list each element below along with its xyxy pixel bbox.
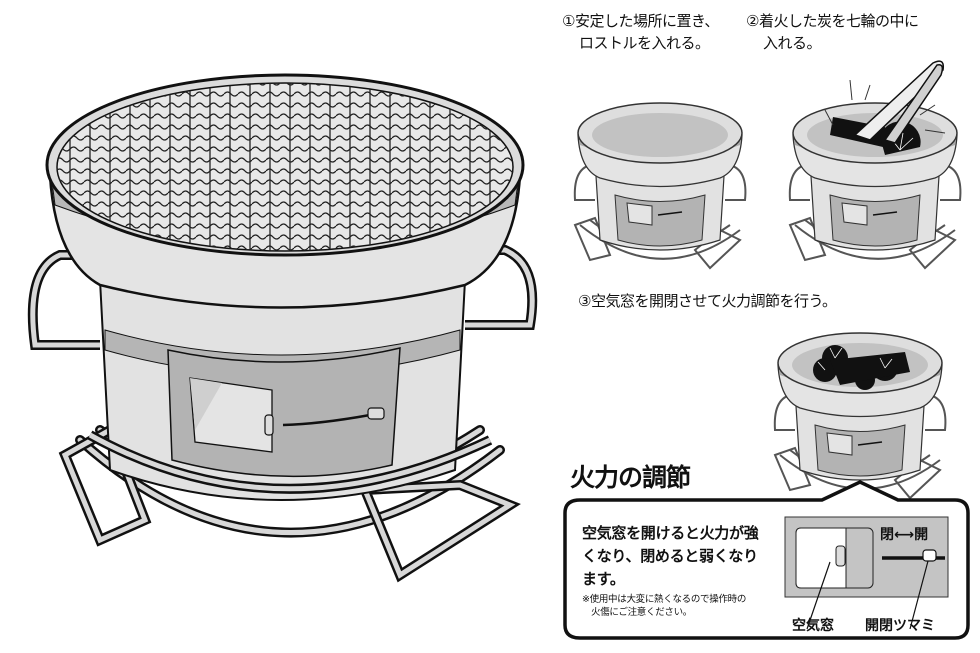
air-window-label: 空気窓 — [792, 618, 834, 634]
callout-note-line1: ※使用中は大変に熱くなるので操作時の — [582, 594, 747, 605]
callout-note-text: ※使用中は大変に熱くなるので操作時の 火傷にご注意ください。 — [582, 593, 746, 619]
handle-right-icon — [465, 245, 538, 330]
step-2-grill-illustration — [788, 60, 962, 270]
step-3-marker: ③ — [578, 292, 591, 310]
open-close-knob-label: 開閉ツマミ — [865, 618, 935, 634]
step-3-line1: 空気窓を開閉させて火力調節を行う。 — [590, 292, 837, 310]
step-2-line2: 入れる。 — [763, 34, 822, 52]
step-3-text: ③空気窓を開閉させて火力調節を行う。 — [578, 290, 837, 312]
charcoal-pile-icon — [813, 345, 910, 390]
dir-arrow-icon: ⟷ — [894, 527, 915, 543]
section-title: 火力の調節 — [570, 463, 691, 492]
step-1-marker: ① — [562, 12, 575, 30]
step-3-grill-illustration — [773, 332, 947, 500]
handle-left-icon — [27, 250, 100, 350]
callout-main-line2: くなり、閉めると弱くなり — [582, 547, 758, 565]
knob-direction-label: 閉⟷開 — [880, 524, 928, 544]
step-1-line1: 安定した場所に置き、 — [574, 12, 719, 30]
callout-main-line1: 空気窓を開けると火力が強 — [582, 524, 759, 542]
charcoal-tongs-icon — [824, 60, 946, 155]
main-grill-illustration — [27, 73, 538, 583]
callout-note-line2: 火傷にご注意ください。 — [591, 607, 693, 618]
air-window-diagram — [784, 516, 949, 630]
callout-main-text: 空気窓を開けると火力が強 くなり、閉めると弱くなり ます。 — [582, 522, 759, 591]
dir-closed-label: 閉 — [880, 527, 894, 543]
step-1-grill-illustration — [573, 102, 747, 270]
step-2-marker: ② — [746, 12, 759, 30]
step-2-line1: 着火した炭を七輪の中に — [758, 12, 919, 30]
step-1-line2: ロストルを入れる。 — [579, 34, 710, 52]
callout-main-line3: ます。 — [582, 570, 625, 588]
dir-open-label: 開 — [914, 527, 929, 543]
step-2-text: ②着火した炭を七輪の中に 入れる。 — [746, 10, 919, 54]
air-window-panel — [167, 347, 401, 478]
step-1-text: ①安定した場所に置き、 ロストルを入れる。 — [562, 10, 719, 54]
